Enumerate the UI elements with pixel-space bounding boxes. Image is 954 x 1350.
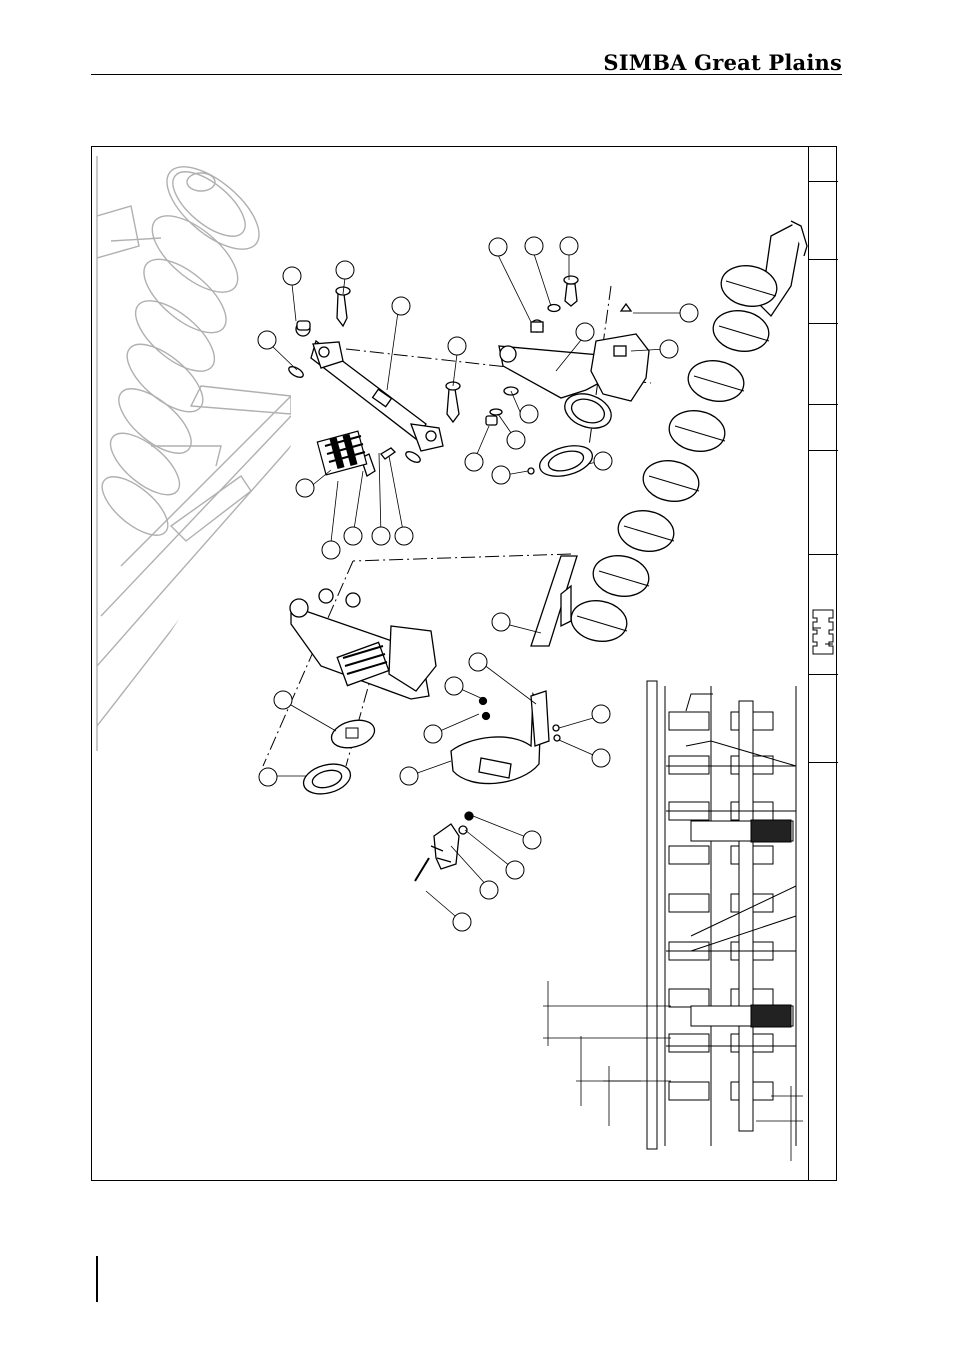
title-cell [809,554,838,555]
title-cell [809,404,838,405]
part-balloon [274,691,292,709]
part-balloon [445,677,463,695]
part-balloon [258,331,276,349]
part-balloon [336,261,354,279]
title-cell [809,259,838,260]
plan-view-drawing [647,681,796,1149]
part-balloon [660,340,678,358]
title-cell [809,762,838,763]
part-balloon [507,431,525,449]
part-balloon [400,767,418,785]
manufacturer-logo-icon [811,606,836,666]
part-balloon [283,267,301,285]
part-balloon [296,479,314,497]
part-balloon [492,613,510,631]
part-balloon [480,881,498,899]
part-balloon [492,466,510,484]
part-balloon [448,337,466,355]
title-cell [809,323,838,324]
part-balloon [525,237,543,255]
part-balloon [469,653,487,671]
part-balloon [322,541,340,559]
exploded-parts-drawing [91,146,808,1181]
part-balloon [395,527,413,545]
title-cell [809,450,838,451]
part-balloon [465,453,483,471]
lower-hanger-assembly [290,589,436,799]
part-balloon [392,297,410,315]
title-cell [809,181,838,182]
part-balloon [680,304,698,322]
part-balloon [344,527,362,545]
part-balloon [520,405,538,423]
header-rule [91,74,842,75]
part-balloon [560,237,578,255]
part-balloon [592,705,610,723]
spring-block-assembly [317,431,366,475]
upper-hanger-assembly [287,287,460,476]
footer-rule [96,1256,98,1302]
brand-secondary: Great Plains [694,50,842,75]
part-balloon [424,725,442,743]
part-balloon [523,831,541,849]
part-balloon [489,238,507,256]
part-balloon [594,452,612,470]
title-block-strip [808,146,837,1181]
part-balloon [372,527,390,545]
title-cell [809,674,838,675]
brand-title: SIMBA Great Plains [603,50,842,75]
upper-arm-assembly [486,276,649,482]
part-balloon [576,323,594,341]
scraper-assembly [415,691,560,881]
background-machine-sketch [93,152,291,726]
part-balloon [506,861,524,879]
part-balloon [453,913,471,931]
brand-primary: SIMBA [603,50,686,75]
part-balloon [259,768,277,786]
part-balloon [592,749,610,767]
